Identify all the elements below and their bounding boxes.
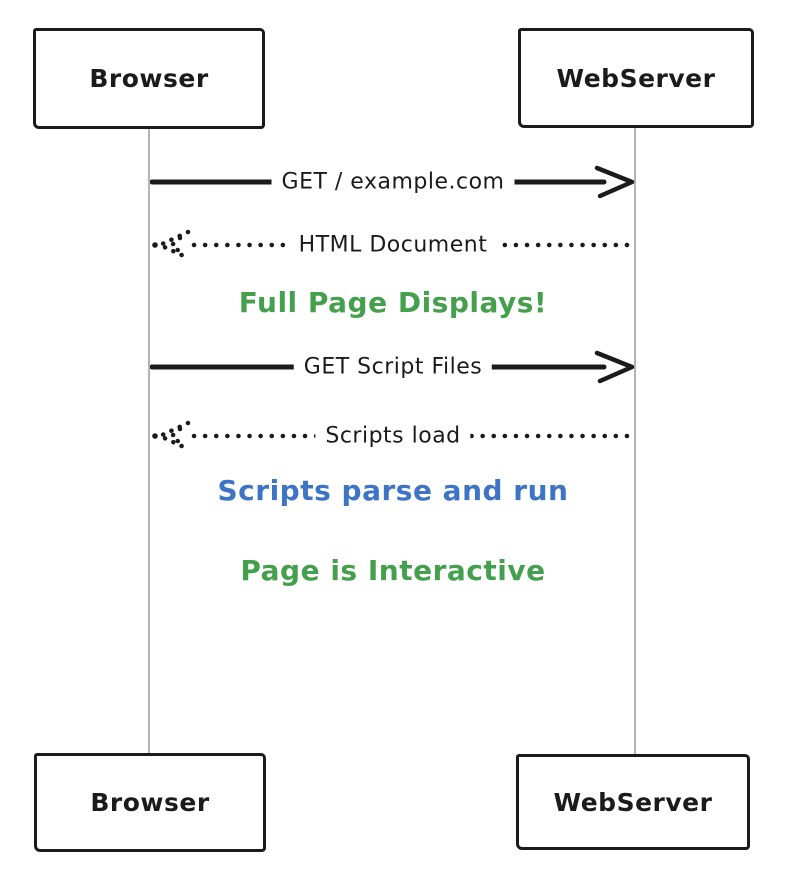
lifeline-browser [148,129,150,753]
actor-label-webserver-bottom: WebServer [553,787,713,817]
message-label: HTML Document [288,232,498,258]
lifeline-webserver [634,128,636,754]
note-page-is-interactive: Page is Interactive [240,554,546,587]
message-html-document: HTML Document [150,227,636,263]
message-label: GET Script Files [293,354,493,380]
actor-box-webserver-bottom: WebServer [516,754,750,850]
note-full-page-displays: Full Page Displays! [238,286,548,319]
actor-box-webserver-top: WebServer [518,28,754,128]
actor-label-webserver-top: WebServer [556,63,716,93]
actor-box-browser-top: Browser [33,28,265,129]
actor-label-browser-top: Browser [89,64,209,93]
message-scripts-load: Scripts load [150,418,636,454]
actor-label-browser-bottom: Browser [90,788,210,817]
note-scripts-parse-and-run: Scripts parse and run [217,474,569,507]
message-get-example: GET / example.com [150,164,636,200]
message-get-script-files: GET Script Files [150,349,636,385]
message-label: Scripts load [315,423,471,449]
message-label: GET / example.com [271,169,515,195]
actor-box-browser-bottom: Browser [34,753,266,852]
